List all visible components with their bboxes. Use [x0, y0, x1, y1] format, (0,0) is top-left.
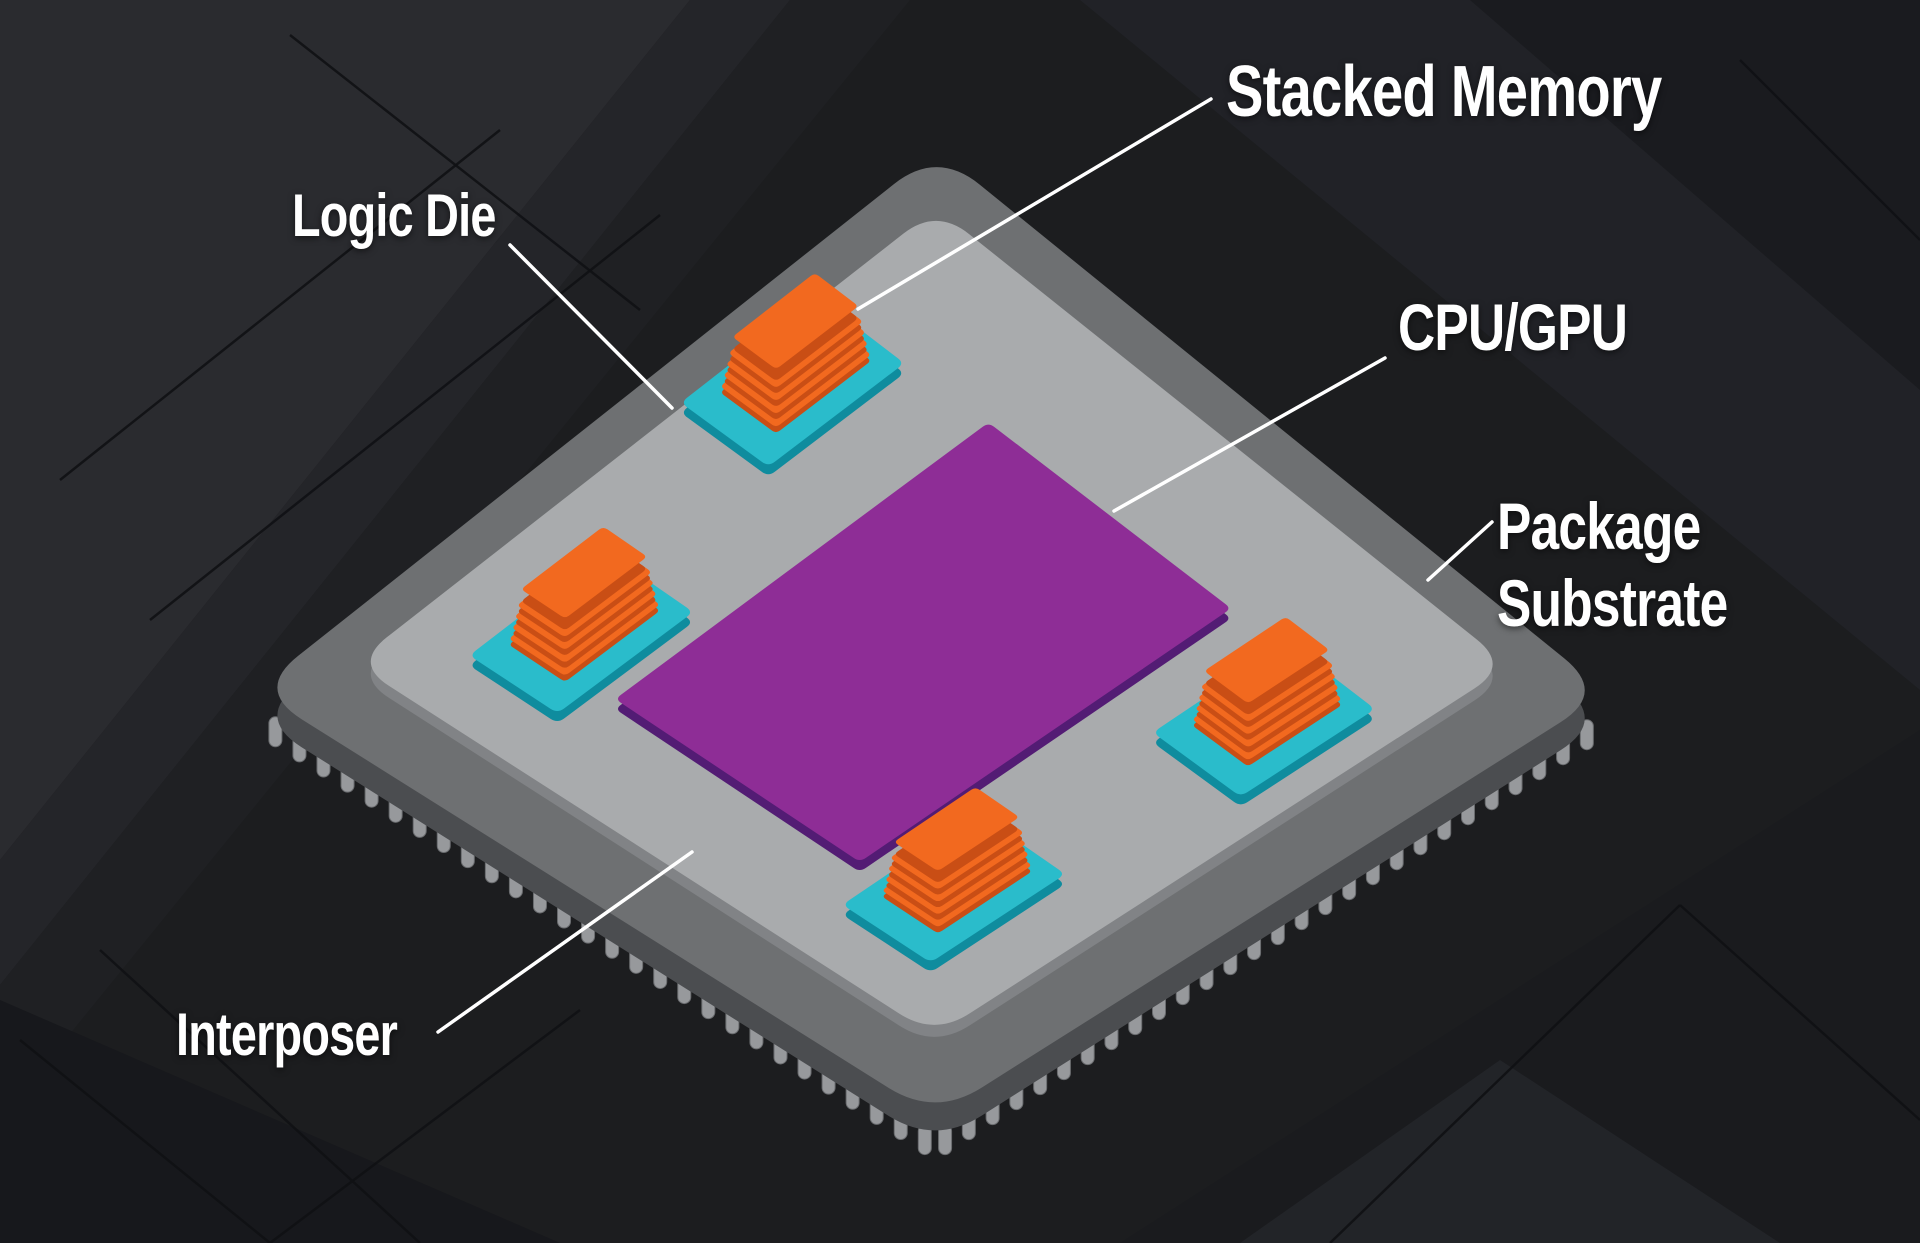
label-package-substrate-line1: Package [1497, 489, 1701, 563]
pin [1579, 719, 1594, 751]
background-facet [0, 1000, 560, 1243]
label-stacked-memory: Stacked Memory [1226, 52, 1662, 132]
background-line [99, 949, 421, 1243]
background-facet [1470, 0, 1920, 390]
memory-die-cap-top [1206, 618, 1328, 703]
background-line [289, 34, 641, 311]
leader-line [436, 850, 694, 1034]
background-facet [1120, 730, 1920, 1243]
background-line [1739, 59, 1920, 241]
memory-die-cap-top [522, 527, 646, 618]
leader-line [1426, 520, 1494, 582]
label-interposer: Interposer [176, 1001, 398, 1068]
leader-line [508, 243, 674, 410]
label-cpu-gpu: CPU/GPU [1398, 290, 1628, 364]
pin [268, 716, 283, 748]
leader-line [856, 97, 1213, 311]
label-package-substrate: Package Substrate [1497, 488, 1728, 642]
background-facet [1240, 1060, 1780, 1243]
background-line [19, 1039, 271, 1243]
label-logic-die: Logic Die [292, 182, 496, 249]
memory-die-cap-top [734, 274, 857, 368]
background-line [59, 129, 501, 481]
background-line [1329, 904, 1681, 1243]
background-line [269, 1009, 581, 1243]
leader-line [1112, 356, 1387, 513]
background-line [1679, 904, 1920, 1121]
cpu-gpu-die-top [617, 424, 1229, 861]
label-package-substrate-line2: Substrate [1497, 566, 1728, 641]
background-line [149, 214, 661, 621]
memory-die-cap-top [895, 788, 1018, 870]
